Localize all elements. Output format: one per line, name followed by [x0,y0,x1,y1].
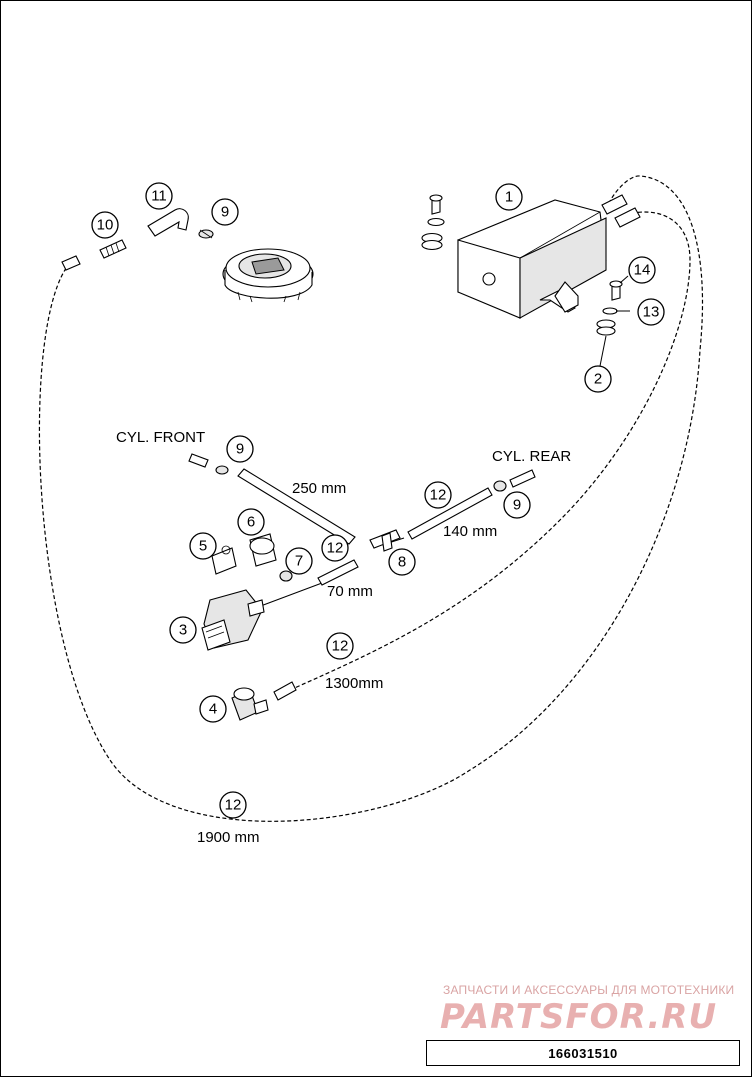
washer-13 [602,307,618,315]
callout-7: 7 [285,547,313,575]
clamp-9-rear [493,480,507,492]
hose-end-1900 [601,194,628,215]
hose-end-near-10 [61,255,81,271]
callout-6: 6 [237,508,265,536]
callout-14: 14 [628,256,656,284]
callout-3: 3 [169,616,197,644]
callout-5: 5 [189,532,217,560]
callout-12-140mm: 12 [424,481,452,509]
hose-end-1300-lower [273,681,297,701]
t-piece-8 [369,529,401,552]
canister-screw-left [421,194,445,251]
svg-text:12: 12 [332,638,349,655]
svg-text:3: 3 [179,622,187,639]
svg-text:14: 14 [634,262,651,279]
rubber-holder-6 [249,533,277,567]
label-length-140mm: 140 mm [443,523,497,540]
svg-text:7: 7 [295,553,303,570]
screw-14 [609,280,623,301]
svg-text:2: 2 [594,371,602,388]
svg-text:8: 8 [398,554,406,571]
hose-1300mm [289,211,691,691]
svg-text:9: 9 [221,204,229,221]
watermark-logo: PARTSFOR.RU [440,997,718,1037]
valve-4 [231,687,269,721]
svg-text:12: 12 [327,540,344,557]
label-length-250mm: 250 mm [292,480,346,497]
callout-2: 2 [584,365,612,393]
svg-text:12: 12 [225,797,242,814]
grommet-2 [596,319,616,336]
callout-8: 8 [388,548,416,576]
hose-fitting-10 [99,239,127,259]
svg-text:10: 10 [97,217,114,234]
nipple-rear [509,469,536,488]
callout-4: 4 [199,695,227,723]
canister [457,199,607,319]
svg-text:11: 11 [151,188,167,205]
fuel-tank-cap [222,248,314,303]
purge-valve-3 [201,589,265,651]
screw-7 [279,570,293,582]
label-length-1900mm: 1900 mm [197,829,260,846]
svg-text:12: 12 [430,487,447,504]
svg-text:4: 4 [209,701,217,718]
svg-text:9: 9 [513,497,521,514]
drawing-code: 166031510 [426,1040,740,1066]
hose-connector-line [257,582,323,608]
bracket-5 [211,545,237,575]
svg-text:9: 9 [236,441,244,458]
callout-9-top: 9 [211,198,239,226]
callout-12-70mm: 12 [321,534,349,562]
svg-text:6: 6 [247,514,255,531]
callout-12-1900mm: 12 [219,791,247,819]
hose-70mm [317,559,359,586]
callout-9-front: 9 [226,435,254,463]
label-cyl-front: CYL. FRONT [116,429,205,446]
hose-end-1300 [614,207,641,228]
hose-1900mm [38,175,704,822]
callout-11: 11 [145,182,173,210]
callout-1: 1 [495,183,523,211]
label-length-1300mm: 1300mm [325,675,383,692]
clamp-9-front [215,465,229,475]
elbow-hose-11 [147,208,189,237]
svg-text:1: 1 [505,189,513,206]
label-length-70mm: 70 mm [327,583,373,600]
hose-250mm [237,468,356,545]
nipple-front [188,453,209,468]
svg-text:13: 13 [643,304,660,321]
callout-13: 13 [637,298,665,326]
hose-140mm [407,487,493,540]
callout-10: 10 [91,211,119,239]
clamp-9-top [198,229,214,239]
callout-9-rear: 9 [503,491,531,519]
watermark-tagline: ЗАПЧАСТИ И АКСЕССУАРЫ ДЛЯ МОТОТЕХНИКИ [443,983,735,997]
svg-text:5: 5 [199,538,207,555]
callout-12-1300mm: 12 [326,632,354,660]
label-cyl-rear: CYL. REAR [492,448,571,465]
